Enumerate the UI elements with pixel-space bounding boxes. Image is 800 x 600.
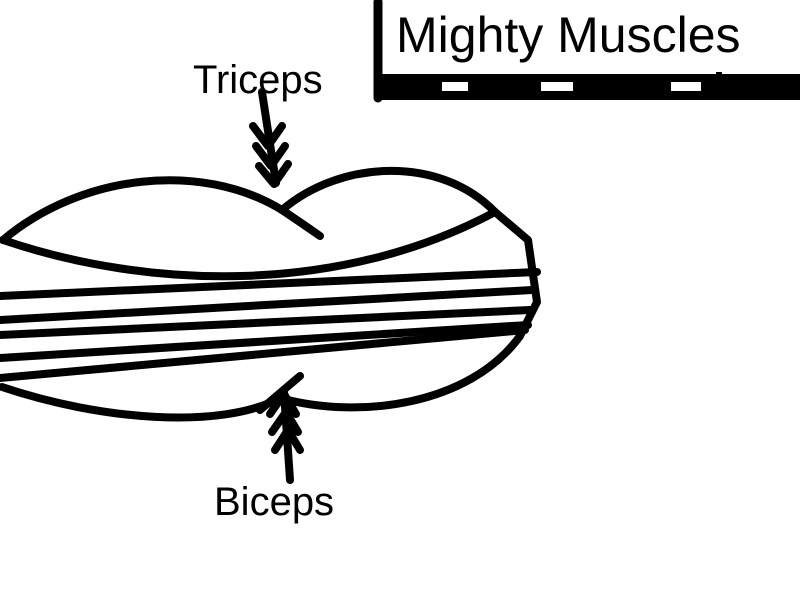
- biceps-arrow-chevron: [271, 426, 304, 454]
- triceps-arrow-chevron: [249, 122, 286, 150]
- title-frame-dash: [671, 82, 701, 91]
- biceps-arrow: [266, 388, 304, 484]
- biceps-label: Biceps: [214, 480, 335, 524]
- triceps-lower-edge: [0, 208, 499, 281]
- forearm-line: [0, 268, 541, 300]
- forearm-line: [0, 321, 532, 362]
- biceps-arrow-head: [266, 390, 300, 418]
- triceps-arrow: [249, 88, 292, 188]
- diagram-title: Mighty Muscles: [396, 7, 741, 63]
- title-frame-dash: [442, 82, 468, 91]
- forearm-line: [0, 286, 536, 324]
- biceps-muscle: [0, 332, 524, 422]
- biceps-arrow-chevron: [268, 408, 302, 436]
- forearm-line: [0, 326, 529, 382]
- triceps-back-curve: [278, 166, 499, 216]
- title-frame-base: [376, 74, 800, 100]
- triceps-label: Triceps: [193, 58, 323, 102]
- biceps-front-curve: [0, 383, 284, 422]
- triceps-front-curve: [0, 176, 286, 244]
- forearm-line: [0, 306, 534, 339]
- title-frame: [373, 0, 800, 103]
- triceps-arrow-head: [255, 160, 292, 188]
- title-frame-dash: [541, 82, 573, 91]
- title-frame-tick: [716, 72, 722, 76]
- forearm-lines: [0, 268, 541, 382]
- triceps-arrow-chevron: [252, 142, 289, 170]
- biceps-back-curve: [276, 332, 524, 412]
- triceps-fold: [278, 206, 324, 240]
